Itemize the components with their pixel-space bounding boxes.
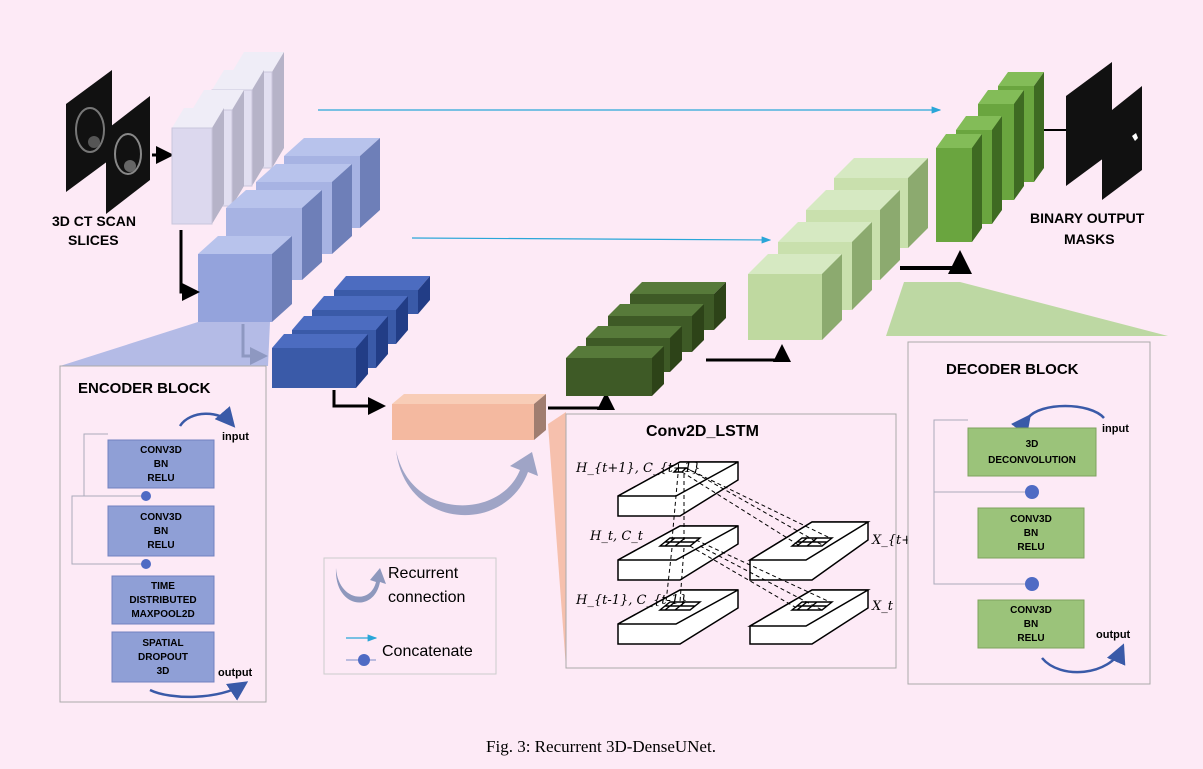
lstm-zoom-wedge <box>548 412 566 668</box>
decoder-layer-deconvolution: 3D DECONVOLUTION <box>967 427 1097 477</box>
encoder-residual-line-2 <box>71 495 146 565</box>
decoder-output-label: output <box>1096 629 1131 641</box>
lstm-title: Conv2D_LSTM <box>646 423 759 440</box>
svg-text:CONV3D: CONV3D <box>140 445 182 456</box>
decoder-level1-blocks <box>936 72 1044 242</box>
down-arrow-3 <box>332 390 386 415</box>
input-label-line1: 3D CT SCAN <box>52 213 136 229</box>
decoder-level3-blocks <box>566 282 726 396</box>
svg-text:RELU: RELU <box>147 473 174 484</box>
decoder-layer-conv3d-2: CONV3D BN RELU <box>977 599 1085 649</box>
output-label-line1: BINARY OUTPUT <box>1030 210 1145 226</box>
legend-box <box>323 557 497 675</box>
svg-text:DISTRIBUTED: DISTRIBUTED <box>129 595 196 606</box>
svg-text:BN: BN <box>154 526 168 537</box>
decoder-concat-node-1 <box>1025 485 1039 499</box>
encoder-level1-blocks <box>171 52 284 225</box>
up-arrow-2 <box>706 344 791 362</box>
decoder-residual-line-1 <box>933 419 1032 493</box>
legend-recurrent-label-line2: connection <box>388 589 465 606</box>
legend-concatenate-node-icon <box>358 654 370 666</box>
decoder-input-label: input <box>1102 423 1129 435</box>
lstm-label-h-t-plus-1: H_{t+1}, C_{t+1} <box>575 461 700 476</box>
lstm-label-x-t: X_t <box>871 599 894 614</box>
input-label-line2: SLICES <box>68 232 119 248</box>
svg-text:MAXPOOL2D: MAXPOOL2D <box>131 609 194 620</box>
svg-text:CONV3D: CONV3D <box>1010 605 1052 616</box>
bottleneck-block <box>392 394 546 440</box>
decoder-input-arrow <box>1010 404 1105 436</box>
svg-text:BN: BN <box>1024 619 1038 630</box>
svg-text:RELU: RELU <box>1017 542 1044 553</box>
lstm-label-h-t-minus-1: H_{t-1}, C_{t-1} <box>575 593 687 608</box>
svg-text:3D: 3D <box>157 666 170 677</box>
svg-text:3D: 3D <box>1026 439 1039 450</box>
svg-text:CONV3D: CONV3D <box>1010 514 1052 525</box>
figure-caption: Fig. 3: Recurrent 3D-DenseUNet. <box>486 737 716 756</box>
recurrent-arrow-big <box>396 450 538 516</box>
lstm-dashed-links <box>665 467 831 611</box>
encoder-layer-conv3d-2: CONV3D BN RELU <box>107 505 215 557</box>
decoder-output-arrow <box>1041 643 1126 674</box>
encoder-residual-line-1 <box>83 433 146 497</box>
encoder-level3-blocks <box>272 276 430 388</box>
encoder-layer-maxpool: TIME DISTRIBUTED MAXPOOL2D <box>111 575 215 625</box>
encoder-output-label: output <box>218 667 253 679</box>
svg-text:CONV3D: CONV3D <box>140 512 182 523</box>
encoder-concat-node-1 <box>141 491 151 501</box>
lstm-label-h-t: H_t, C_t <box>589 529 644 544</box>
encoder-block-title: ENCODER BLOCK <box>78 380 211 397</box>
encoder-concat-node-2 <box>141 559 151 569</box>
decoder-zoom-wedge <box>886 282 1168 336</box>
binary-output-masks-image <box>1066 62 1142 200</box>
ct-scan-slices-image <box>66 70 150 214</box>
skip-connection-2 <box>411 236 772 244</box>
svg-text:RELU: RELU <box>147 540 174 551</box>
decoder-residual-line-2 <box>933 492 1032 585</box>
encoder-zoom-wedge <box>60 322 270 366</box>
svg-text:BN: BN <box>154 459 168 470</box>
legend-recurrent-label-line1: Recurrent <box>388 565 459 582</box>
svg-text:BN: BN <box>1024 528 1038 539</box>
encoder-layer-conv3d-1: CONV3D BN RELU <box>107 439 215 489</box>
encoder-input-label: input <box>222 431 249 443</box>
svg-text:DECONVOLUTION: DECONVOLUTION <box>988 455 1076 466</box>
encoder-input-arrow <box>178 406 236 428</box>
encoder-layer-dropout: SPATIAL DROPOUT 3D <box>111 631 215 683</box>
svg-text:DROPOUT: DROPOUT <box>138 652 188 663</box>
output-label-line2: MASKS <box>1064 231 1115 247</box>
down-arrow-1 <box>179 230 200 301</box>
svg-text:RELU: RELU <box>1017 633 1044 644</box>
up-arrow-1 <box>548 392 615 410</box>
decoder-layer-conv3d-1: CONV3D BN RELU <box>977 507 1085 559</box>
encoder-output-arrow <box>149 681 249 701</box>
legend-concatenate-label: Concatenate <box>382 643 473 660</box>
up-arrow-3 <box>900 250 972 274</box>
svg-text:SPATIAL: SPATIAL <box>142 638 183 649</box>
svg-text:TIME: TIME <box>151 581 175 592</box>
legend-recurrent-icon <box>335 568 386 603</box>
decoder-concat-node-2 <box>1025 577 1039 591</box>
encoder-level2-blocks <box>198 138 380 322</box>
decoder-block-title: DECODER BLOCK <box>946 361 1079 378</box>
decoder-level2-blocks <box>748 158 928 340</box>
